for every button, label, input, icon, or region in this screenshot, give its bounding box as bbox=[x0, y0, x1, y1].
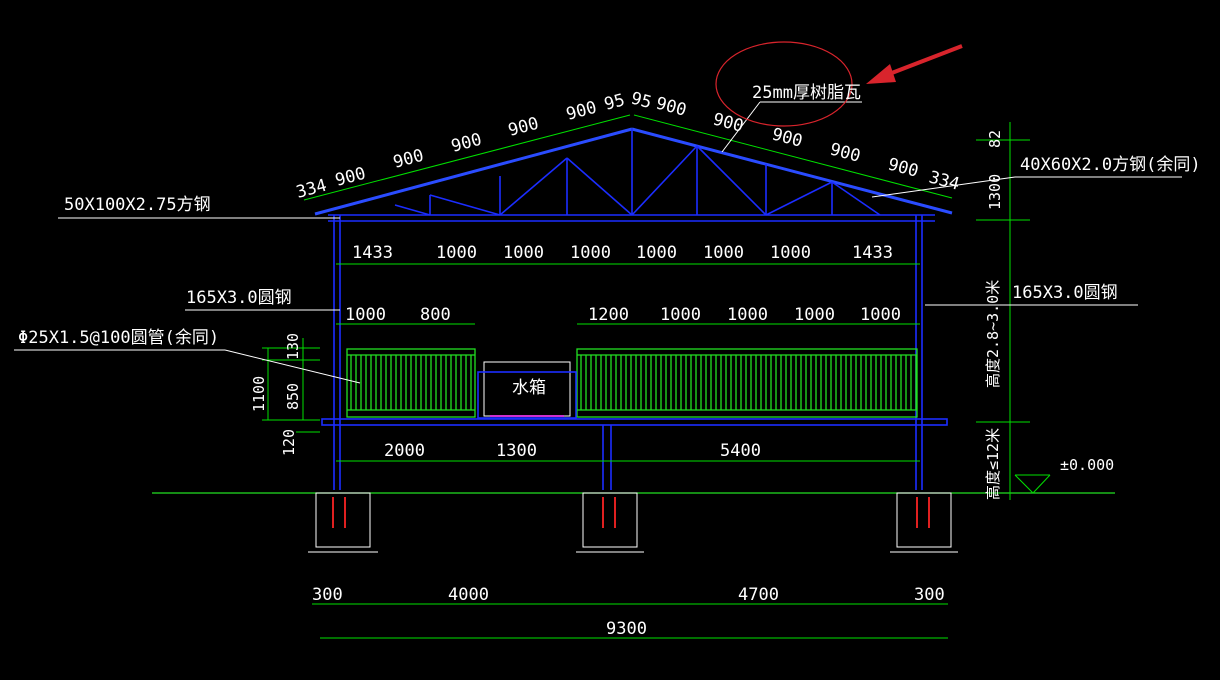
floor-dim: 2000 bbox=[384, 441, 425, 461]
total-dim: 9300 bbox=[606, 619, 647, 639]
beam-dim: 1433 bbox=[852, 243, 893, 263]
beam-dim: 1000 bbox=[436, 243, 477, 263]
arrow-icon bbox=[866, 44, 963, 84]
railing-dim: 1000 bbox=[727, 305, 768, 325]
railing-dim: 1200 bbox=[588, 305, 629, 325]
truss-web bbox=[394, 129, 881, 216]
roof-right-slope bbox=[631, 127, 953, 215]
roof-dim: 95 bbox=[602, 90, 627, 115]
floor-dim: 1300 bbox=[496, 441, 537, 461]
railing-dim: 1000 bbox=[345, 305, 386, 325]
railing-dim: 800 bbox=[420, 305, 451, 325]
height-upper-label: 高度2.8~3.0米 bbox=[984, 280, 1002, 388]
roof-dim: 900 bbox=[711, 110, 746, 137]
highlight-ellipse bbox=[715, 41, 853, 127]
column-label-left: 165X3.0圆钢 bbox=[186, 288, 292, 308]
railing-vdim: 130 bbox=[284, 333, 302, 360]
beam-dim: 1000 bbox=[636, 243, 677, 263]
railing-vdim: 1100 bbox=[250, 376, 268, 412]
leader-lines bbox=[14, 101, 1182, 384]
roof-dim: 900 bbox=[333, 164, 368, 191]
foundation-dim: 300 bbox=[914, 585, 945, 605]
railing-vdim: 120 bbox=[280, 429, 298, 456]
roof-dim-line-left bbox=[303, 114, 631, 201]
right-vdim: 82 bbox=[986, 130, 1004, 148]
roof-left-slope bbox=[314, 127, 633, 216]
foundations bbox=[308, 492, 958, 553]
tank-label: 水箱 bbox=[512, 378, 546, 398]
platform-floor bbox=[321, 418, 948, 426]
roof-dim: 900 bbox=[449, 130, 484, 157]
roof-dim: 900 bbox=[564, 98, 599, 125]
dim-lines bbox=[312, 263, 948, 639]
floor-dim: 5400 bbox=[720, 441, 761, 461]
elevation-label: ±0.000 bbox=[1060, 456, 1114, 474]
beam-dim: 1000 bbox=[770, 243, 811, 263]
roof-dim: 95 bbox=[629, 89, 654, 114]
railing-dim: 1000 bbox=[794, 305, 835, 325]
railing-left bbox=[346, 348, 476, 418]
foundation-dim: 4000 bbox=[448, 585, 489, 605]
roof-dim: 900 bbox=[828, 140, 863, 167]
roof-dim: 334 bbox=[294, 176, 329, 203]
roof-dim: 334 bbox=[927, 168, 962, 195]
right-vertical-dim bbox=[976, 122, 1051, 500]
right-vdim: 1300 bbox=[986, 174, 1004, 210]
rafter-label: 50X100X2.75方钢 bbox=[64, 195, 211, 215]
railing-vdim: 850 bbox=[284, 383, 302, 410]
beam-dim: 1433 bbox=[352, 243, 393, 263]
roof-dim: 900 bbox=[506, 114, 541, 141]
railing-dim: 1000 bbox=[860, 305, 901, 325]
roof-sheet-label: 25mm厚树脂瓦 bbox=[752, 83, 861, 103]
column-label-right: 165X3.0圆钢 bbox=[1012, 283, 1118, 303]
foundation-dim: 300 bbox=[312, 585, 343, 605]
water-tank bbox=[477, 361, 577, 419]
height-lower-label: 高度≤12米 bbox=[984, 428, 1002, 500]
railing-right bbox=[576, 348, 918, 418]
purlin-label: 40X60X2.0方钢(余同) bbox=[1020, 155, 1201, 175]
railing-dim: 1000 bbox=[660, 305, 701, 325]
beam-dim: 1000 bbox=[570, 243, 611, 263]
columns bbox=[333, 215, 923, 490]
roof-dim: 900 bbox=[391, 146, 426, 173]
foundation-dim: 4700 bbox=[738, 585, 779, 605]
beam-dim: 1000 bbox=[503, 243, 544, 263]
roof-dim: 900 bbox=[886, 155, 921, 182]
beam-dim: 1000 bbox=[703, 243, 744, 263]
roof-dim-line-right bbox=[633, 114, 953, 199]
roof-dim: 900 bbox=[654, 94, 689, 121]
railing-label: Φ25X1.5@100圆管(余同) bbox=[18, 328, 219, 348]
roof-dim: 900 bbox=[770, 125, 805, 152]
